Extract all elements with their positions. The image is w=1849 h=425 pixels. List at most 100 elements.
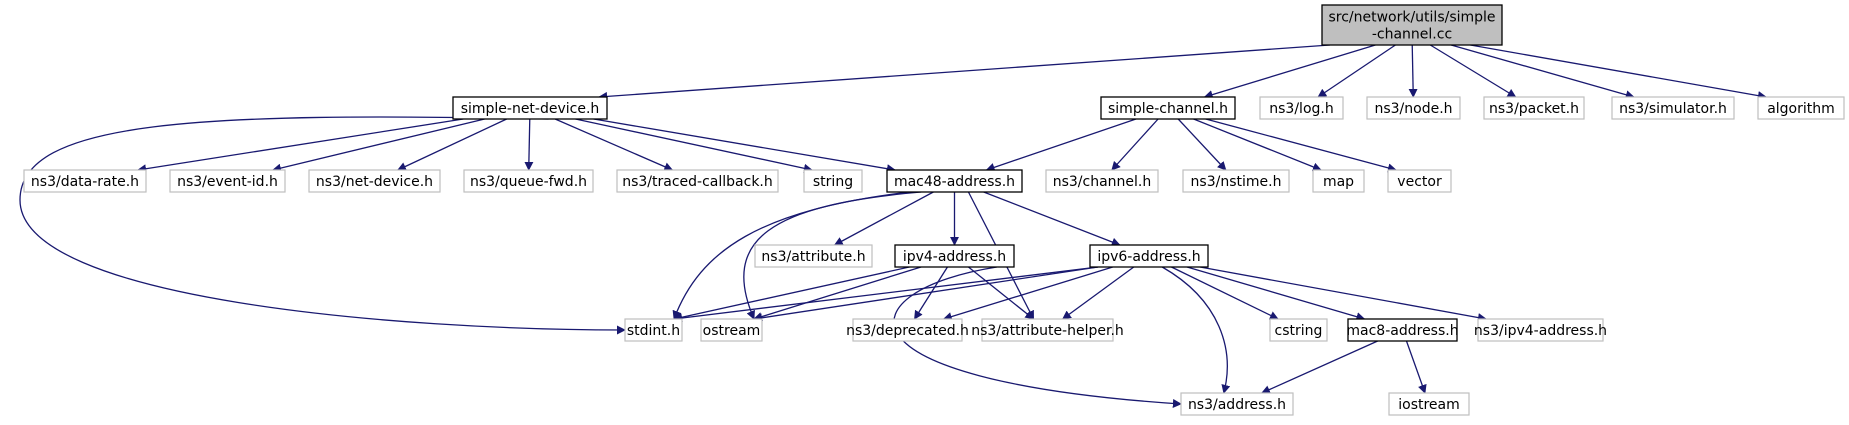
edge-simple-net-device-to-stdint [19,116,626,335]
node-ns3-ipv4: ns3/ipv4-address.h [1474,318,1607,342]
node-box [1366,96,1461,120]
node-simple-channel[interactable]: simple-channel.h [1100,96,1236,120]
node-box [981,318,1114,342]
node-label: ns3/log.h [1269,101,1333,117]
node-box [1347,318,1458,342]
edge-root-to-simple-net-device [598,44,1331,101]
node-label: ns3/channel.h [1053,174,1152,190]
node-label: algorithm [1767,101,1835,117]
node-ipv4[interactable]: ipv4-address.h [894,244,1015,268]
node-vector: vector [1387,169,1452,193]
node-label: ipv4-address.h [903,249,1006,265]
node-label: ipv6-address.h [1097,249,1200,265]
node-label: ns3/traced-callback.h [622,174,773,190]
edge-mac48-to-attribute [833,191,934,246]
node-box [1180,392,1294,416]
edge-mac48-to-ipv6 [983,191,1121,247]
edge-root-to-simulator [1450,44,1635,100]
node-root: src/network/utils/simple-channel.cc [1321,4,1503,46]
edge-simple-channel-to-map [1193,118,1322,172]
node-box [308,169,441,193]
node-box [1269,318,1328,342]
edge-simple-channel-to-channel [1111,118,1159,171]
node-label: -channel.cc [1372,27,1452,43]
node-box [1312,169,1365,193]
node-mac48[interactable]: mac48-address.h [886,169,1023,193]
edge-simple-net-device-to-traced-callback [554,118,674,171]
node-ostream: ostream [700,318,763,342]
edge-simple-channel-to-vector [1205,118,1397,173]
edge-ipv4-to-attribute-helper [968,266,1035,320]
node-simple-net-device[interactable]: simple-net-device.h [452,96,608,120]
node-box [169,169,286,193]
node-box [463,169,594,193]
node-channel: ns3/channel.h [1045,169,1159,193]
node-box [852,318,963,342]
node-box [754,244,873,268]
edge-ipv4-to-stdint [673,266,910,322]
node-simulator: ns3/simulator.h [1611,96,1735,120]
node-packet: ns3/packet.h [1483,96,1585,120]
edge-root-to-packet [1429,44,1517,98]
edge-mac8-to-iostream [1405,340,1427,394]
node-deprecated: ns3/deprecated.h [846,318,969,342]
node-label: ostream [703,323,761,339]
node-iostream: iostream [1388,392,1470,416]
edge-simple-net-device-to-event-id [272,118,485,173]
node-attribute-helper: ns3/attribute-helper.h [971,318,1124,342]
node-label: ns3/net-device.h [316,174,433,190]
node-net-device: ns3/net-device.h [308,169,441,193]
node-label: vector [1397,174,1442,190]
node-label: ns3/node.h [1374,101,1452,117]
node-label: ns3/attribute-helper.h [971,323,1124,339]
node-string: string [803,169,863,193]
node-queue-fwd: ns3/queue-fwd.h [463,169,594,193]
node-box [803,169,863,193]
node-label: simple-channel.h [1108,101,1228,117]
node-box [1100,96,1236,120]
edge-simple-net-device-to-data-rate [137,118,464,174]
node-nstime: ns3/nstime.h [1182,169,1290,193]
node-label: ns3/nstime.h [1191,174,1282,190]
node-cstring: cstring [1269,318,1328,342]
node-label: stdint.h [627,323,680,339]
node-node: ns3/node.h [1366,96,1461,120]
node-box [1757,96,1845,120]
edge-mac48-to-ostream [743,191,922,320]
edge-simple-net-device-to-net-device [397,118,507,171]
node-box [1387,169,1452,193]
node-label: cstring [1275,323,1323,339]
edge-mac8-to-address [1260,340,1378,394]
node-box [616,169,779,193]
node-box [894,244,1015,268]
node-box [1388,392,1470,416]
node-label: ns3/address.h [1188,397,1286,413]
node-label: map [1323,174,1354,190]
node-label: ns3/packet.h [1489,101,1579,117]
node-box [624,318,683,342]
node-label: ns3/ipv4-address.h [1474,323,1607,339]
edge-simple-channel-to-mac48 [985,118,1137,172]
edge-simple-net-device-to-queue-fwd [524,118,534,171]
node-box [1611,96,1735,120]
edge-root-to-node [1408,44,1418,98]
edge-ipv6-to-mac8 [1186,266,1366,322]
node-label: ns3/queue-fwd.h [470,174,587,190]
edge-ipv6-to-deprecated [942,266,1113,321]
node-label: ns3/deprecated.h [846,323,969,339]
node-data-rate: ns3/data-rate.h [23,169,147,193]
node-mac8[interactable]: mac8-address.h [1346,318,1459,342]
node-box [1045,169,1159,193]
node-box [1182,169,1290,193]
edge-ipv6-to-ns3-ipv4 [1199,266,1487,322]
edges-layer [19,44,1767,408]
node-address: ns3/address.h [1180,392,1294,416]
node-ipv6[interactable]: ipv6-address.h [1089,244,1209,268]
edge-root-to-simple-channel [1203,44,1376,99]
node-box [1089,244,1209,268]
node-log: ns3/log.h [1259,96,1344,120]
node-box [1483,96,1585,120]
node-label: ns3/attribute.h [761,249,865,265]
node-box [886,169,1023,193]
